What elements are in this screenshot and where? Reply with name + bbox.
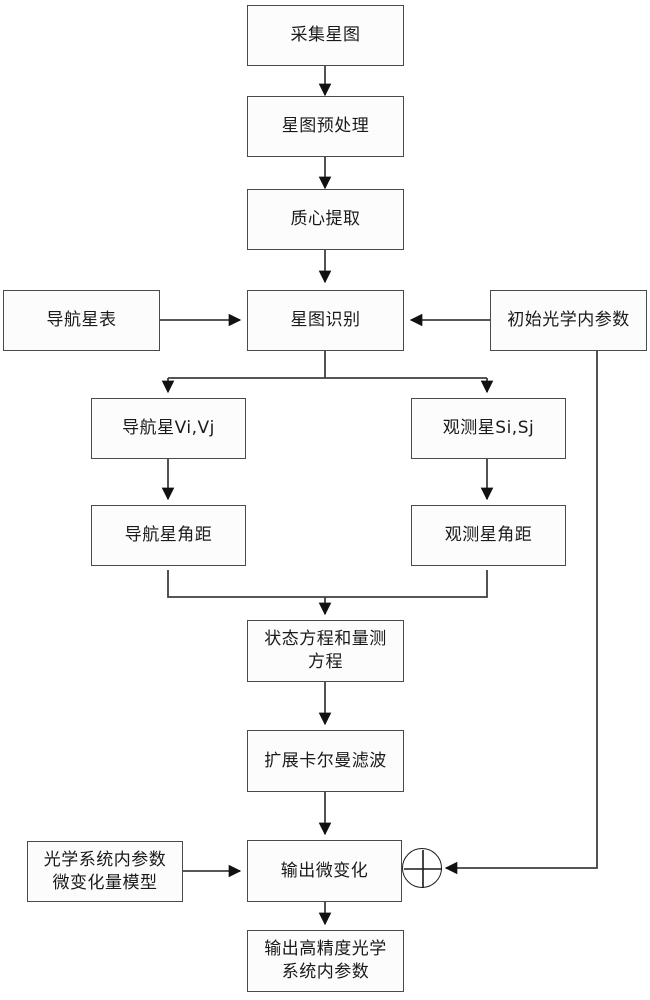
node-guide-star-catalog[interactable]: 导航星表 <box>3 290 160 351</box>
node-centroid-extract[interactable]: 质心提取 <box>247 189 404 250</box>
node-label: 导航星表 <box>46 310 117 331</box>
node-label: 初始光学内参数 <box>507 310 630 331</box>
plus-cross-icon <box>404 850 442 888</box>
node-initial-optical-params[interactable]: 初始光学内参数 <box>490 290 647 351</box>
node-label: 扩展卡尔曼滤波 <box>264 750 387 771</box>
edge-guideangle-merge <box>167 570 325 598</box>
node-star-recognition[interactable]: 星图识别 <box>247 290 404 351</box>
node-guide-stars-vivj[interactable]: 导航星Vi,Vj <box>91 398 246 459</box>
node-preprocess[interactable]: 星图预处理 <box>247 96 404 157</box>
node-guide-star-angle[interactable]: 导航星角距 <box>91 505 246 566</box>
node-observed-stars-sisj[interactable]: 观测星Si,Sj <box>411 398 566 459</box>
node-label: 观测星Si,Sj <box>442 418 535 439</box>
node-state-measurement-equation[interactable]: 状态方程和量测 方程 <box>247 620 404 682</box>
node-label: 导航星Vi,Vj <box>122 418 215 439</box>
edge-observedangle-merge <box>325 570 488 598</box>
edge-recognition-split <box>168 351 487 379</box>
node-extended-kalman-filter[interactable]: 扩展卡尔曼滤波 <box>247 730 404 792</box>
node-output-micro-variation[interactable]: 输出微变化 <box>247 840 402 902</box>
node-label: 采集星图 <box>290 25 361 46</box>
node-observed-star-angle[interactable]: 观测星角距 <box>411 505 566 566</box>
node-micro-variation-model[interactable]: 光学系统内参数 微变化量模型 <box>27 841 183 902</box>
node-label: 状态方程和量测 方程 <box>264 629 387 672</box>
node-label: 输出高精度光学 系统内参数 <box>264 939 387 982</box>
node-label: 星图预处理 <box>281 116 370 137</box>
node-label: 观测星角距 <box>444 525 533 546</box>
node-label: 输出微变化 <box>280 860 369 881</box>
summing-junction-icon[interactable] <box>402 848 442 888</box>
node-label: 质心提取 <box>290 209 361 230</box>
node-final-output[interactable]: 输出高精度光学 系统内参数 <box>247 930 404 992</box>
node-label: 光学系统内参数 微变化量模型 <box>43 849 167 893</box>
node-label: 星图识别 <box>290 310 361 331</box>
node-acquire-star-image[interactable]: 采集星图 <box>247 5 404 66</box>
node-label: 导航星角距 <box>124 525 213 546</box>
